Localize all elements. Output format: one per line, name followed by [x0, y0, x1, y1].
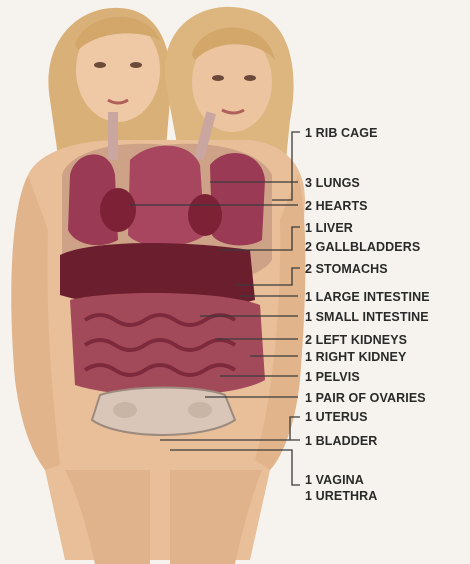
label-large-intestine: 1 LARGE INTESTINE: [305, 290, 430, 304]
hearts-drawing: [100, 188, 136, 232]
label-right-kidney: 1 RIGHT KIDNEY: [305, 350, 406, 364]
label-left-kidneys: 2 LEFT KIDNEYS: [305, 333, 407, 347]
label-ovaries: 1 PAIR OF OVARIES: [305, 391, 426, 405]
label-urethra: 1 URETHRA: [305, 489, 377, 503]
intestines-drawing: [70, 293, 265, 396]
label-liver: 1 LIVER: [305, 221, 353, 235]
label-lungs: 3 LUNGS: [305, 176, 360, 190]
label-stomachs: 2 STOMACHS: [305, 262, 388, 276]
label-gallbladders: 2 GALLBLADDERS: [305, 240, 420, 254]
label-small-intestine: 1 SMALL INTESTINE: [305, 310, 429, 324]
label-uterus: 1 UTERUS: [305, 410, 368, 424]
label-vagina: 1 VAGINA: [305, 473, 364, 487]
label-pelvis: 1 PELVIS: [305, 370, 360, 384]
label-hearts: 2 HEARTS: [305, 199, 368, 213]
label-bladder: 1 BLADDER: [305, 434, 377, 448]
label-rib-cage: 1 RIB CAGE: [305, 126, 378, 140]
